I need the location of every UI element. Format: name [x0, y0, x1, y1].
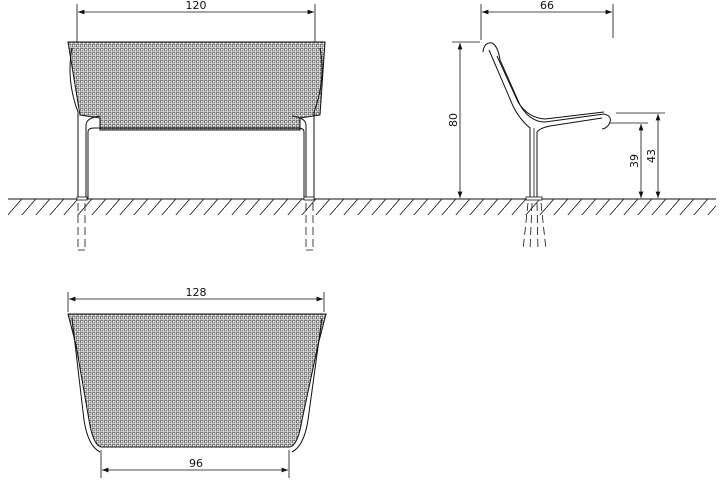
- back-width-label: 128: [186, 286, 207, 299]
- height-label: 80: [447, 113, 460, 127]
- width-label: 120: [186, 0, 207, 12]
- front-width-label: 96: [189, 457, 203, 470]
- dimension-seat-height: 39: [610, 122, 648, 198]
- seat-plan-mesh: [67, 313, 327, 448]
- bench-side-profile: [482, 42, 611, 130]
- front-view: 120: [67, 0, 326, 251]
- dimension-height: 80: [447, 41, 480, 198]
- side-view: 66 80 39 43: [447, 0, 665, 251]
- depth-label: 66: [540, 0, 554, 12]
- seat-top-label: 43: [645, 149, 658, 163]
- backrest-mesh: [67, 41, 326, 131]
- plan-view: 128 96: [67, 286, 327, 478]
- dimension-back-width: 128: [67, 286, 325, 312]
- dimension-seat-top: 43: [616, 112, 665, 198]
- ground: [8, 198, 716, 215]
- dimension-front-width: 96: [100, 450, 290, 478]
- seat-height-label: 39: [628, 154, 641, 168]
- dimension-depth: 66: [480, 0, 614, 40]
- dimension-width-front: 120: [76, 0, 316, 42]
